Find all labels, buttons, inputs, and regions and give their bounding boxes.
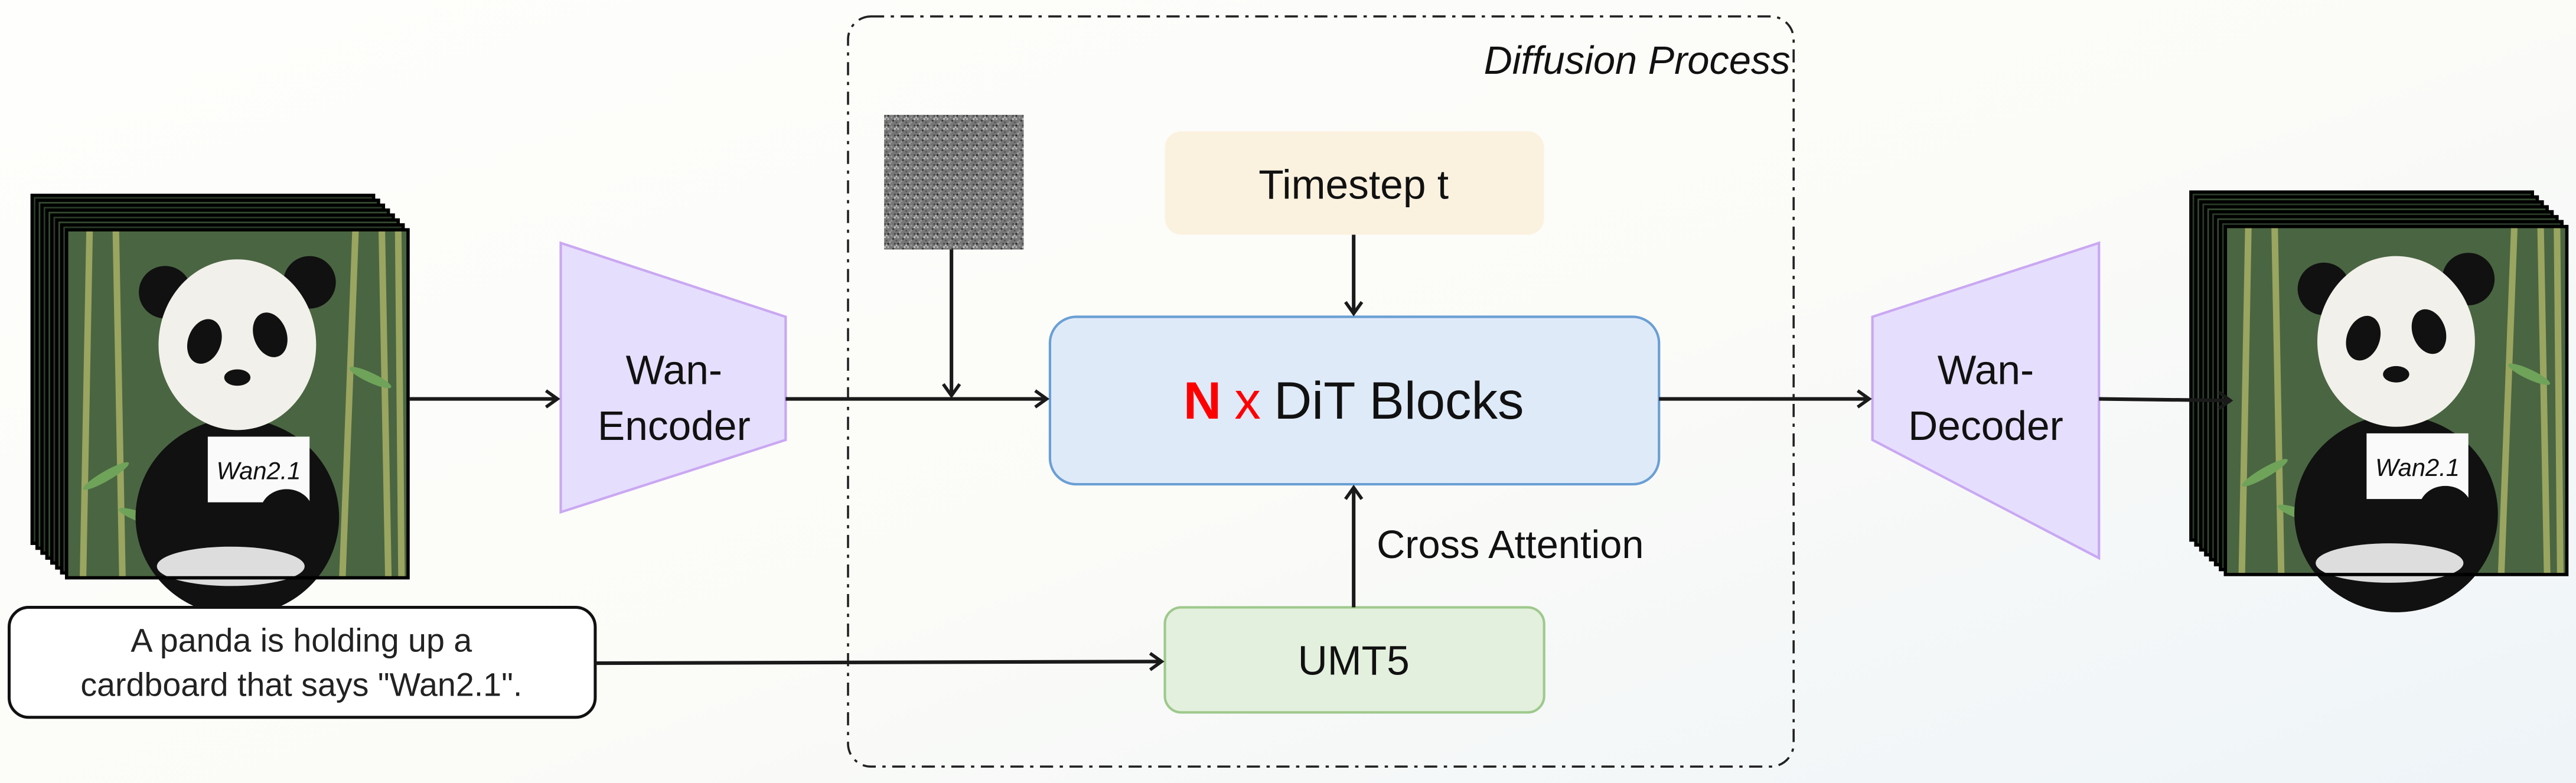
output-sign-text: Wan2.1	[2375, 454, 2460, 481]
cross-attention-label: Cross Attention	[1377, 523, 1644, 567]
decoder-label-line1: Wan-	[1938, 347, 2034, 393]
input-video-frames: Wan2.1	[30, 194, 408, 616]
timestep-label: Timestep t	[1258, 161, 1449, 207]
encoder-label-line1: Wan-	[626, 347, 722, 393]
dit-n: N	[1183, 371, 1221, 430]
dit-blocks-box	[1048, 315, 1661, 486]
arrow-decoder-to-video	[2099, 390, 2233, 410]
diffusion-process-group	[847, 15, 1795, 768]
wan-decoder	[1871, 241, 2101, 560]
output-video-frames: Wan2.1	[2189, 190, 2567, 612]
diffusion-process-label: Diffusion Process	[1484, 39, 1791, 83]
timestep-box	[1165, 131, 1544, 235]
arrow-prompt-to-umt5	[595, 652, 1165, 671]
noise-latent	[884, 115, 1024, 250]
encoder-label-line2: Encoder	[598, 403, 751, 449]
decoder-label-line2: Decoder	[1908, 403, 2063, 449]
dit-rest: DiT Blocks	[1274, 371, 1524, 430]
input-sign-text: Wan2.1	[217, 457, 301, 485]
prompt-line1: A panda is holding up a	[131, 622, 472, 659]
dit-x: x	[1234, 371, 1260, 430]
umt5-label: UMT5	[1298, 638, 1410, 684]
panda-image	[2225, 227, 2567, 612]
wan-encoder	[559, 241, 787, 514]
panda-image	[67, 230, 408, 615]
prompt-line2: cardboard that says "Wan2.1".	[80, 667, 522, 703]
